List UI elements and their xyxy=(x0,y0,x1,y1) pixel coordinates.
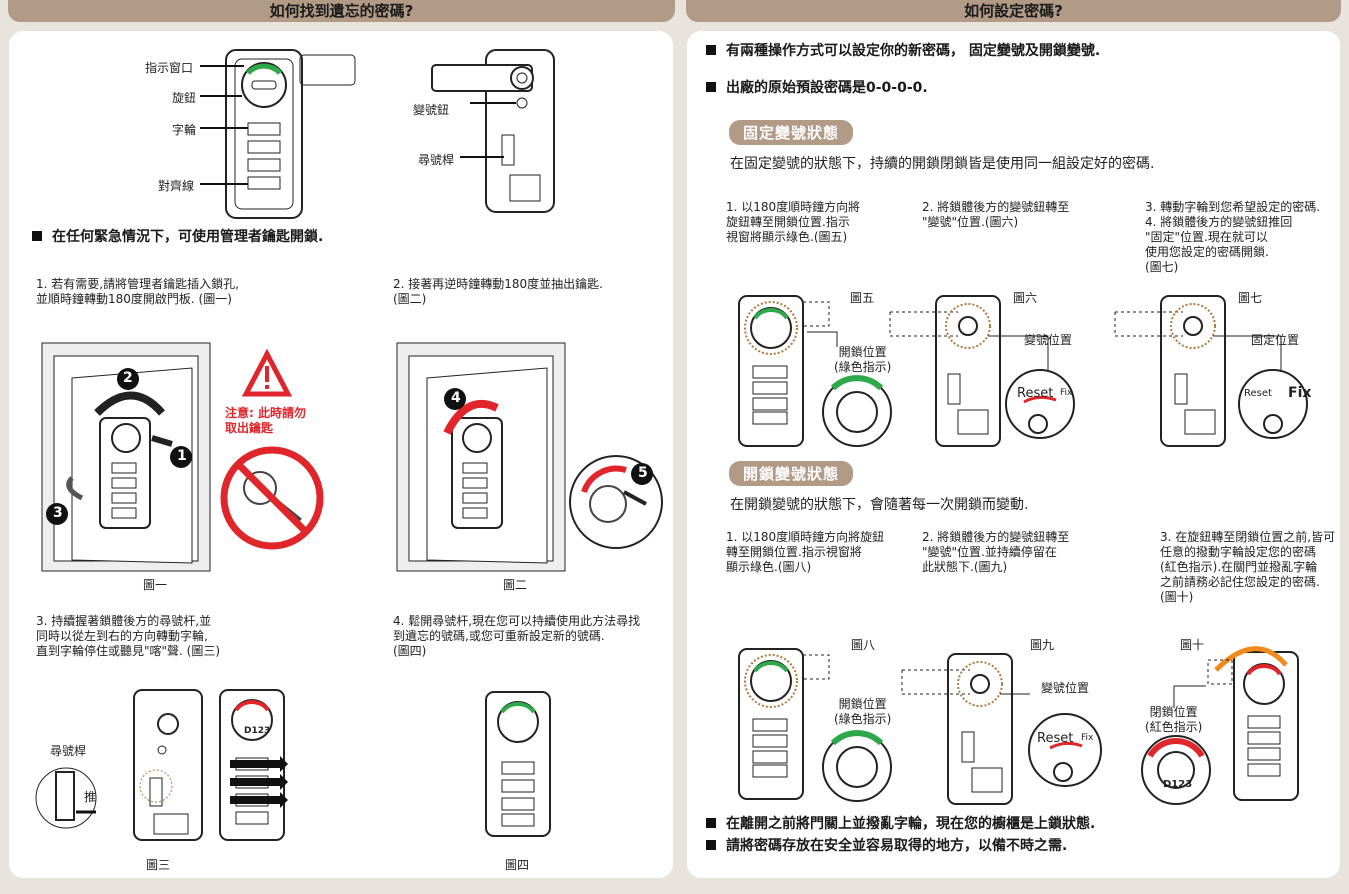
fig-3-caption: 圖三 xyxy=(146,858,171,872)
figure-10-illustration xyxy=(1141,646,1299,805)
number-2: 2 xyxy=(123,370,133,386)
fig-7-caption: 圖七 xyxy=(1238,291,1263,305)
bullet-square-icon xyxy=(706,45,716,55)
label-knob: 旋鈕 xyxy=(172,91,197,105)
fig10-close-position: 閉鎖位置 (紅色指示) xyxy=(1145,705,1203,734)
fig7-fix-label: Fix xyxy=(1288,385,1312,401)
fig7-fixed-position: 固定位置 xyxy=(1251,333,1300,347)
figure-4-front-lock xyxy=(485,691,551,837)
fig9-reset-label: Reset xyxy=(1037,731,1074,746)
front-lock-diagram xyxy=(200,49,356,219)
figure-8-illustration xyxy=(738,648,892,802)
label-change-button: 變號鈕 xyxy=(413,103,450,117)
bullet-square-icon xyxy=(32,231,42,241)
fig9-fix-label: Fix xyxy=(1081,733,1094,743)
fixed-step-3: 3. 轉動字輪到您希望設定的密碼. 4. 將鎖體後方的變號鈕推回 "固定"位置.… xyxy=(1145,200,1321,274)
fig8-open-position: 開鎖位置 (綠色指示) xyxy=(834,697,892,726)
right-header: 如何設定密碼? xyxy=(686,0,1341,22)
fixed-step-1: 1. 以180度順時鐘方向將 旋鈕轉至開鎖位置.指示 視窗將顯示綠色.(圖五) xyxy=(726,200,861,244)
back-lock-diagram xyxy=(431,49,555,213)
label-window: 指示窗口 xyxy=(145,61,194,75)
fig-10-caption: 圖十 xyxy=(1180,638,1205,652)
figure-5-illustration xyxy=(738,295,892,447)
number-badge-3 xyxy=(46,503,68,525)
left-step-3: 3. 持續握著鎖體後方的尋號杆,並 同時以從左到右的方向轉動字輪, 直到字輪停住… xyxy=(36,614,221,658)
right-title: 如何設定密碼? xyxy=(964,2,1063,20)
fig-9-caption: 圖九 xyxy=(1030,638,1055,652)
fig3-code: D123 xyxy=(244,726,271,736)
number-badge-2 xyxy=(117,368,139,390)
push-label: 推 xyxy=(84,790,97,804)
label-lever: 尋號桿 xyxy=(418,153,455,167)
fixed-step-2: 2. 將鎖體後方的變號鈕轉至 "變號"位置.(圖六) xyxy=(922,200,1070,229)
number-5: 5 xyxy=(638,465,648,481)
fig-6-caption: 圖六 xyxy=(1013,291,1038,305)
number-badge-4 xyxy=(444,388,466,410)
number-4: 4 xyxy=(451,390,461,406)
label-wheel: 字輪 xyxy=(172,123,197,137)
fig5-open-position: 開鎖位置 (綠色指示) xyxy=(834,345,892,374)
open-mode-title: 開鎖變號狀態 xyxy=(729,461,854,486)
left-title: 如何找到遺忘的密碼? xyxy=(269,2,414,20)
number-badge-5 xyxy=(631,463,653,485)
warning-triangle-icon xyxy=(241,348,293,397)
figure-3-front-lock xyxy=(219,689,288,841)
fig-5-caption: 圖五 xyxy=(850,291,875,305)
left-step-1: 1. 若有需要,請將管理者鑰匙插入鎖孔, 並順時鐘轉動180度開啟門板. (圖一… xyxy=(36,277,239,306)
figure-3-back-lock xyxy=(133,689,203,841)
emergency-bullet: 在任何緊急情況下，可使用管理者鑰匙開鎖. xyxy=(32,226,323,246)
figure-9-illustration xyxy=(901,653,1102,805)
figure-2-illustration xyxy=(396,342,566,572)
open-step-2: 2. 將鎖體後方的變號鈕轉至 "變號"位置.並持續停留在 此狀態下.(圖九) xyxy=(922,530,1070,574)
number-1: 1 xyxy=(177,448,187,464)
bullet-square-icon xyxy=(706,82,716,92)
open-mode-desc: 在開鎖變號的狀態下，會隨著每一次開鎖而變動. xyxy=(730,497,1029,513)
number-badge-1 xyxy=(170,446,192,468)
fig-4-caption: 圖四 xyxy=(505,858,530,872)
label-align: 對齊線 xyxy=(158,179,195,193)
lever-push-zoom xyxy=(35,767,97,829)
intro-bullet-1: 有兩種操作方式可以設定你的新密碼， 固定變號及開鎖變號. xyxy=(706,40,1100,60)
fig6-reset-label: Reset xyxy=(1017,386,1054,401)
open-step-3: 3. 在旋鈕轉至閉鎖位置之前,皆可 任意的撥動字輪設定您的密碼 (紅色指示).在… xyxy=(1160,530,1336,604)
warning-text: 注意: 此時請勿 取出鑰匙 xyxy=(225,406,306,435)
bullet-square-icon xyxy=(706,818,716,828)
label-lever-fig3: 尋號桿 xyxy=(50,744,87,758)
fig9-change-position: 變號位置 xyxy=(1041,681,1090,695)
bullet-square-icon xyxy=(706,840,716,850)
fig-2-caption: 圖二 xyxy=(503,578,528,592)
number-3: 3 xyxy=(53,505,63,521)
fig7-reset-label: Reset xyxy=(1244,388,1272,399)
figure-7-illustration xyxy=(1114,295,1308,447)
fixed-mode-desc: 在固定變號的狀態下，持續的開鎖閉鎖皆是使用同一組設定好的密碼. xyxy=(730,156,1155,172)
fig-8-caption: 圖八 xyxy=(851,638,876,652)
open-step-1: 1. 以180度順時鐘方向將旋鈕 轉至開鎖位置.指示視窗將 顯示綠色.(圖八) xyxy=(726,530,885,574)
outro-bullet-2: 請將密碼存放在安全並容易取得的地方，以備不時之需. xyxy=(706,835,1067,855)
prohibited-key-icon xyxy=(220,446,324,550)
fig6-change-position: 變號位置 xyxy=(1024,333,1073,347)
fig-1-caption: 圖一 xyxy=(143,578,168,592)
fixed-mode-title: 固定變號狀態 xyxy=(729,120,854,145)
figure-6-illustration xyxy=(889,295,1075,447)
outro-bullet-1: 在離開之前將門關上並撥亂字輪，現在您的櫥櫃是上鎖狀態. xyxy=(706,813,1095,833)
fig10-code: D123 xyxy=(1163,779,1193,790)
fig6-fix-label: Fix xyxy=(1060,388,1073,398)
left-step-2: 2. 接著再逆時鐘轉動180度並抽出鑰匙. (圖二) xyxy=(393,277,603,306)
left-step-4: 4. 鬆開尋號杆,現在您可以持續使用此方法尋找 到遺忘的號碼,或您可重新設定新的… xyxy=(393,614,641,658)
intro-bullet-2: 出廠的原始預設密碼是0-0-0-0. xyxy=(706,77,928,97)
left-header: 如何找到遺忘的密碼? xyxy=(8,0,675,22)
